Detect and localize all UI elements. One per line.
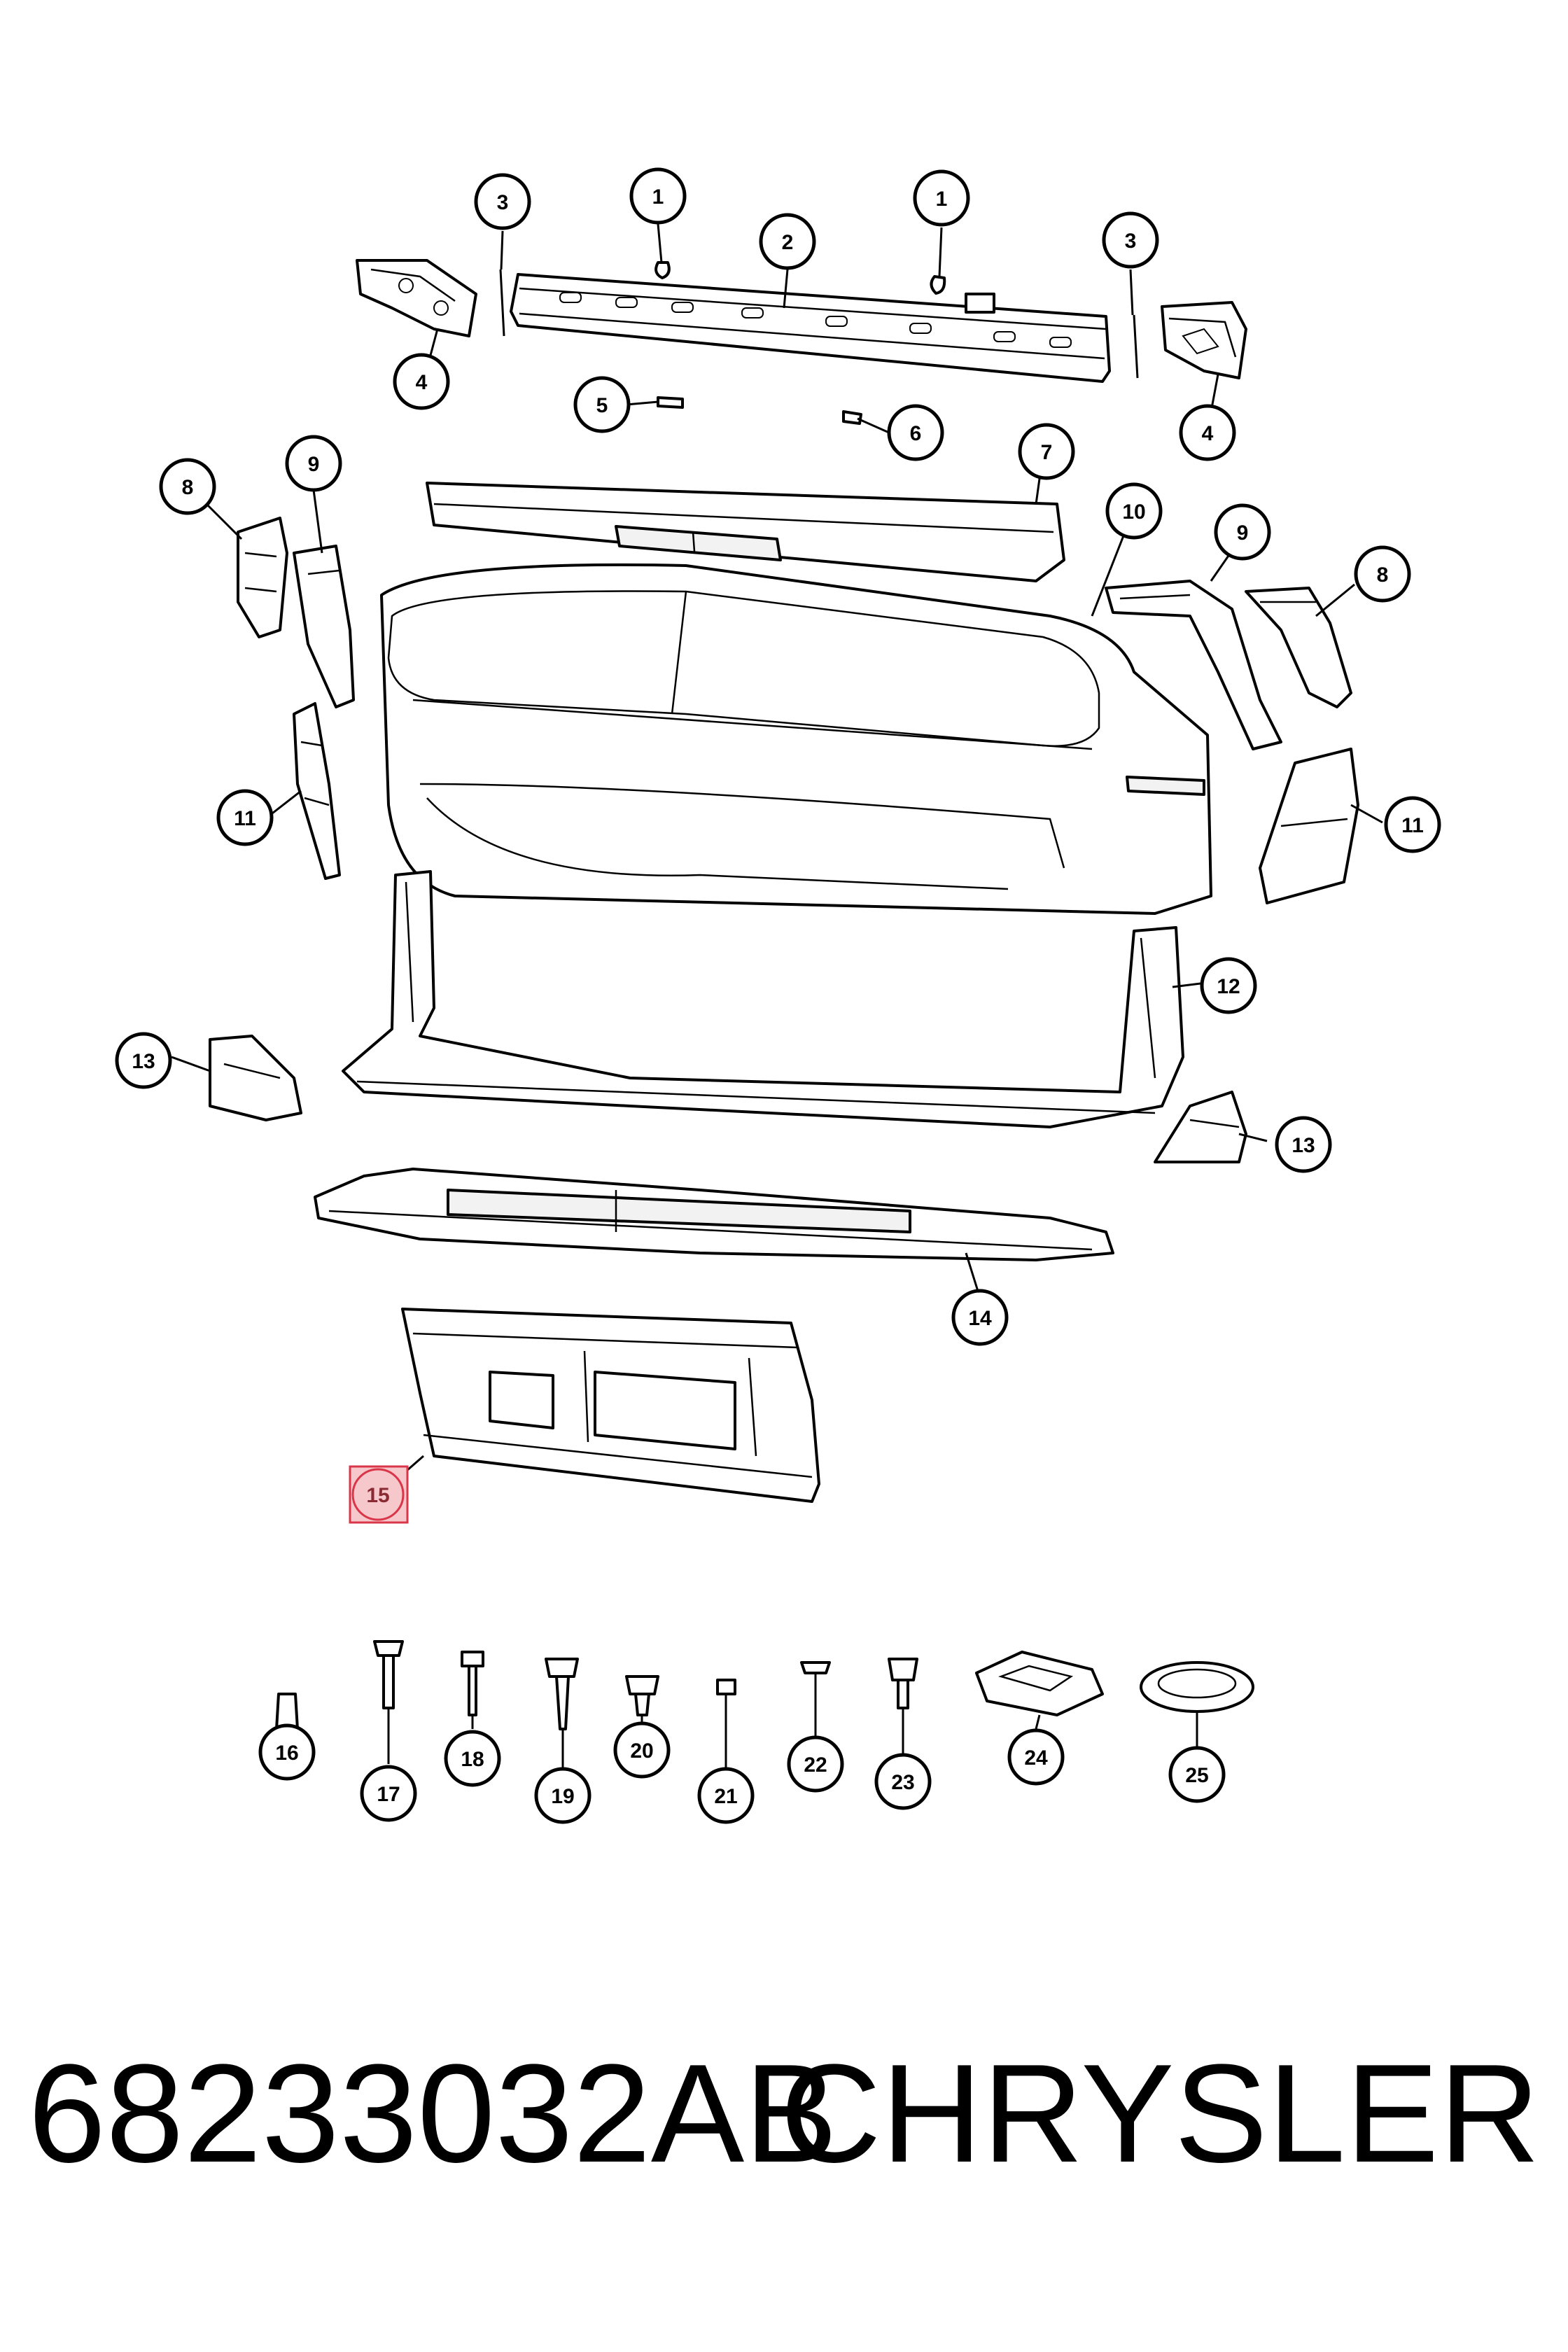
callout-label: 8 [182,476,194,499]
callout-label: 8 [1377,564,1389,587]
callout-22[interactable]: 22 [787,1735,844,1793]
callout-label: 9 [1237,522,1249,545]
callout-label: 19 [551,1785,574,1808]
part-8-right-bracket [1245,587,1352,708]
callout-label: 6 [910,422,922,445]
callout-15[interactable]: 15 [351,1468,405,1521]
callout-21[interactable]: 21 [697,1767,755,1824]
part-8-left-bracket [237,517,288,638]
callout-label: 1 [936,188,948,211]
bolt-5 [657,396,684,409]
callout-label: 24 [1024,1746,1048,1770]
fastener-1-right [930,275,946,295]
callout-19[interactable]: 19 [534,1767,592,1824]
fastener-22 [800,1661,831,1736]
fastener-18 [461,1651,484,1716]
part-7-upper-absorber [426,482,1065,582]
callout-label: 17 [377,1783,400,1806]
callout-label: 11 [234,807,256,830]
callout-8a[interactable]: 8 [159,458,216,515]
callout-label: 11 [1401,814,1424,837]
plug-25 [1140,1661,1254,1713]
stud-3-left [499,269,505,337]
part-4-right-bracket [1161,301,1247,379]
callout-17[interactable]: 17 [360,1765,417,1822]
part-2-reinforcement-beam [510,273,1111,383]
fastener-17 [373,1640,404,1709]
callout-label: 13 [1292,1134,1315,1157]
callout-23[interactable]: 23 [874,1753,932,1810]
stud-3-right [1133,314,1139,379]
part-13-left-bracket [209,1035,302,1121]
callout-label: 20 [630,1740,653,1763]
callout-1b[interactable]: 1 [913,169,970,227]
part-9-left-bracket [293,545,355,708]
callout-label: 4 [416,371,428,394]
callout-label: 1 [652,186,664,209]
callout-24[interactable]: 24 [1007,1728,1065,1786]
callout-label: 16 [275,1742,298,1765]
callout-12[interactable]: 12 [1200,957,1257,1014]
bolt-6 [842,410,862,425]
callout-label: 2 [782,231,794,254]
callout-2[interactable]: 2 [759,213,816,270]
callout-10[interactable]: 10 [1105,482,1163,540]
fastener-20 [625,1675,659,1716]
callout-3b[interactable]: 3 [1102,211,1159,269]
callout-11a[interactable]: 11 [216,789,274,846]
part-number-label: 68233032AB [28,2036,838,2192]
callout-4a[interactable]: 4 [393,353,450,410]
callout-9b[interactable]: 9 [1214,503,1271,561]
part-15-air-deflector [401,1308,820,1503]
fastener-21 [716,1679,736,1771]
callout-label: 22 [804,1754,827,1777]
callout-7[interactable]: 7 [1018,423,1075,480]
leader-lines [171,223,1383,1768]
callout-16[interactable]: 16 [258,1723,316,1781]
grommet-24 [975,1651,1104,1716]
callout-label: 4 [1202,422,1214,445]
callout-11b[interactable]: 11 [1384,796,1441,853]
part-11-left-bracket [293,702,341,880]
brand-label: CHRYSLER [780,2036,1540,2192]
callout-1a[interactable]: 1 [629,167,687,225]
part-4-left-bracket [356,259,477,337]
callout-label: 23 [891,1771,914,1794]
callout-label: 3 [497,191,509,214]
callout-13a[interactable]: 13 [115,1032,172,1089]
callout-4b[interactable]: 4 [1179,404,1236,461]
fastener-23 [888,1658,918,1709]
callout-25[interactable]: 25 [1168,1746,1226,1803]
callout-label: 21 [714,1785,737,1808]
callout-label: 5 [596,394,608,417]
callout-label: 13 [132,1050,155,1073]
part-11-right-bracket [1259,748,1359,904]
fastener-1-left [654,261,671,279]
callout-label: 15 [366,1484,389,1507]
callout-20[interactable]: 20 [613,1721,671,1779]
part-9-right-bracket [1105,580,1282,750]
callout-8b[interactable]: 8 [1354,545,1411,603]
callout-3a[interactable]: 3 [474,173,531,230]
callout-18[interactable]: 18 [444,1730,501,1787]
callout-label: 7 [1041,441,1053,464]
part-10-front-fascia [380,563,1212,915]
callout-14[interactable]: 14 [951,1289,1009,1346]
callout-label: 3 [1125,230,1137,253]
fastener-19 [545,1658,579,1730]
callout-6[interactable]: 6 [887,404,944,461]
part-12-lower-fascia [342,870,1184,1128]
part-13-right-bracket [1154,1091,1247,1163]
callout-label: 10 [1122,500,1145,524]
callout-5[interactable]: 5 [573,376,631,433]
callout-label: 14 [968,1307,992,1330]
callout-label: 9 [308,453,320,476]
callout-13b[interactable]: 13 [1275,1116,1332,1173]
callout-9a[interactable]: 9 [285,435,342,492]
part-14-lower-spoiler [314,1168,1114,1261]
callout-label: 25 [1185,1764,1208,1787]
callout-label: 18 [461,1748,484,1771]
callout-label: 12 [1217,975,1240,998]
